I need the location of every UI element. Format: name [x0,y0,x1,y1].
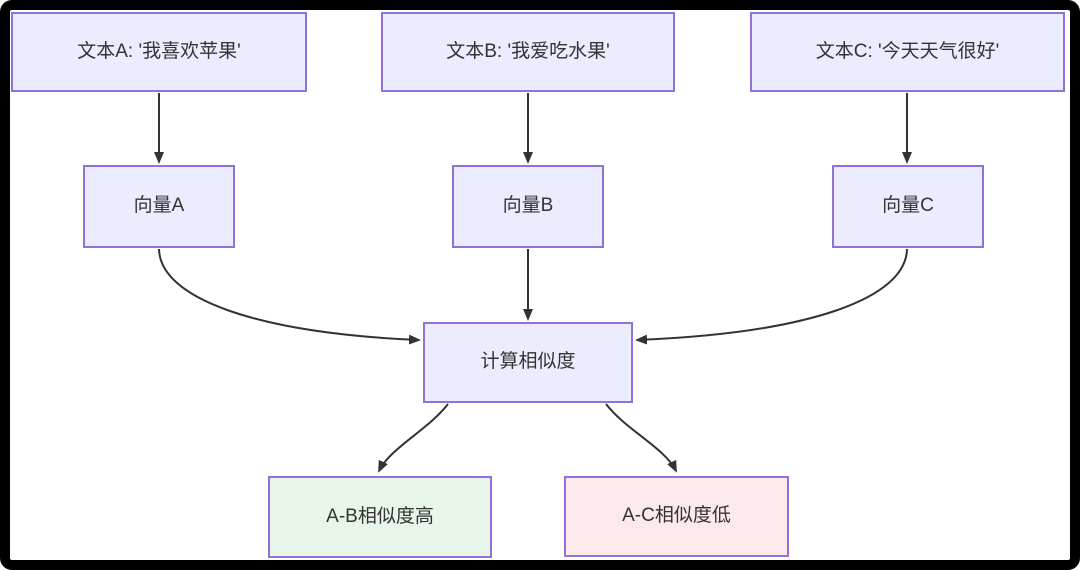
node-text-b-label: 文本B: '我爱吃水果' [446,40,610,62]
edge-vector-c-to-compute [635,248,908,345]
node-text-c: 文本C: '今天天气很好' [750,12,1065,92]
node-text-c-label: 文本C: '今天天气很好' [815,40,1000,62]
edge-vector-a-to-compute [158,248,421,345]
node-result-ab-high: A-B相似度高 [268,476,492,558]
node-vector-b: 向量B [452,165,604,248]
node-compute-similarity-label: 计算相似度 [480,351,576,373]
node-result-ab-high-label: A-B相似度高 [326,505,434,527]
node-vector-c-label: 向量C [882,195,934,217]
node-compute-similarity: 计算相似度 [423,322,633,403]
node-vector-a: 向量A [83,165,235,248]
node-vector-b-label: 向量B [502,195,554,217]
edge-compute-to-result-ac [605,403,677,473]
node-vector-c: 向量C [832,165,984,248]
node-text-b: 文本B: '我爱吃水果' [381,12,675,92]
node-vector-a-label: 向量A [133,195,185,217]
node-text-a: 文本A: '我喜欢苹果' [11,12,307,92]
edge-compute-to-result-ab [378,403,449,473]
node-result-ac-low-label: A-C相似度低 [622,505,731,527]
node-result-ac-low: A-C相似度低 [564,476,789,557]
node-text-a-label: 文本A: '我喜欢苹果' [77,40,241,62]
